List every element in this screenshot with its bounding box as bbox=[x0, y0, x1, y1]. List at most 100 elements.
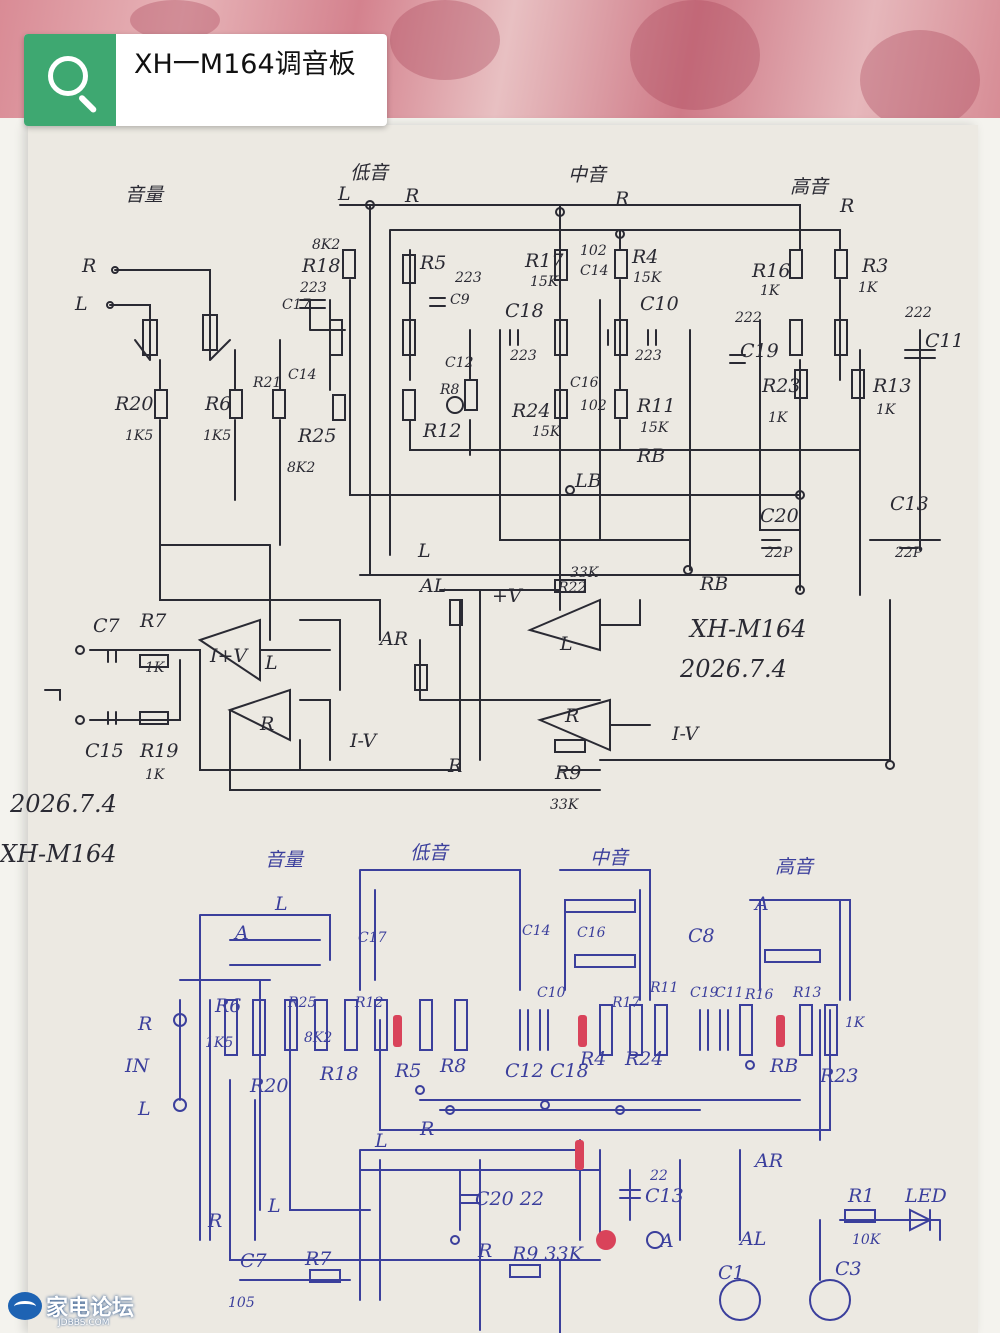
label-b-k2: 8K2 bbox=[304, 1030, 333, 1046]
label-c12: C12 bbox=[445, 355, 474, 371]
label-b-rb: RB bbox=[770, 1055, 799, 1077]
label-al: AL bbox=[420, 575, 447, 597]
label-c7-top: C7 bbox=[93, 615, 120, 637]
label-b-r11: R11 bbox=[650, 980, 679, 996]
label-cap222-a: 222 bbox=[735, 310, 762, 326]
label-b-r3: R bbox=[208, 1210, 223, 1232]
label-b-r17: R17 bbox=[612, 995, 641, 1011]
label-r4v: 15K bbox=[633, 270, 662, 286]
label-b-r2: R bbox=[420, 1118, 435, 1140]
label-b-r23: R23 bbox=[820, 1065, 859, 1087]
label-model-top: XH-M164 bbox=[690, 615, 807, 643]
label-cap102-b: 102 bbox=[580, 398, 607, 414]
red-markers bbox=[393, 1015, 785, 1250]
label-r25: R25 bbox=[298, 425, 337, 447]
label-cap22p-b: 22P bbox=[895, 545, 923, 561]
label-date-mid: 2026.7.4 bbox=[10, 790, 117, 818]
search-button[interactable] bbox=[24, 34, 116, 126]
label-in-R: R bbox=[82, 255, 97, 277]
label-r24: R24 bbox=[512, 400, 551, 422]
label-r20v: 1K5 bbox=[125, 428, 154, 444]
label-b-c20: C20 22 bbox=[475, 1188, 544, 1210]
label-R-amp2: R bbox=[565, 705, 580, 727]
label-r16: R16 bbox=[752, 260, 791, 282]
label-r7-top: R7 bbox=[140, 610, 167, 632]
label-b-c13: C13 bbox=[645, 1185, 684, 1207]
label-R-amp: R bbox=[260, 713, 275, 735]
label-c19: C19 bbox=[740, 340, 779, 362]
label-L-amp: L bbox=[265, 652, 278, 674]
label-b-mid: 中音 bbox=[590, 847, 629, 869]
label-b-c11: C11 bbox=[715, 985, 744, 1001]
label-b-c3: C3 bbox=[835, 1258, 862, 1280]
label-b-bass: 低音 bbox=[410, 842, 449, 864]
label-c17: C17 bbox=[282, 297, 311, 313]
label-r4: R4 bbox=[632, 246, 659, 268]
label-b-r8: R8 bbox=[440, 1055, 467, 1077]
label-r23: R23 bbox=[762, 375, 801, 397]
label-b-c19: C19 bbox=[690, 985, 719, 1001]
label-r13v: 1K bbox=[876, 402, 896, 418]
label-top-R3: R bbox=[840, 195, 855, 217]
label-r19-top: R19 bbox=[140, 740, 179, 762]
label-b-k1: 1K5 bbox=[205, 1035, 234, 1051]
label-b-r18: R18 bbox=[320, 1063, 359, 1085]
label-b-c16: C16 bbox=[577, 925, 606, 941]
label-b-r6: R6 bbox=[215, 995, 242, 1017]
search-icon bbox=[48, 56, 88, 96]
label-b-a1: A bbox=[235, 922, 249, 944]
label-r21: R21 bbox=[253, 375, 282, 391]
label-L-mid: L bbox=[418, 540, 431, 562]
forum-watermark: 家电论坛 JDBBS.COM bbox=[8, 1290, 135, 1328]
label-cap223-c: 223 bbox=[510, 348, 537, 364]
watermark-name: 家电论坛 bbox=[46, 1296, 135, 1321]
label-b-r4b: R bbox=[478, 1240, 493, 1262]
label-b-c12: C12 bbox=[505, 1060, 544, 1082]
label-top-R1: R bbox=[405, 185, 420, 207]
label-c16: C16 bbox=[570, 375, 599, 391]
label-b-a3: A bbox=[660, 1230, 674, 1252]
label-mid: 中音 bbox=[568, 164, 607, 186]
label-b-in: IN bbox=[125, 1055, 150, 1077]
label-r6v: 1K5 bbox=[203, 428, 232, 444]
label-treble: 高音 bbox=[790, 176, 829, 198]
label-rb2: RB bbox=[700, 573, 729, 595]
label-r8: R8 bbox=[440, 382, 460, 398]
label-r9-top: R9 bbox=[555, 762, 582, 784]
label-c9: C9 bbox=[450, 292, 470, 308]
label-r23v: 1K bbox=[768, 410, 788, 426]
bottom-schematic-wires bbox=[173, 869, 941, 1333]
label-b-c17: C17 bbox=[358, 930, 387, 946]
label-b-r5: R5 bbox=[395, 1060, 422, 1082]
label-c18: C18 bbox=[505, 300, 544, 322]
label-cap102-a: 102 bbox=[580, 243, 607, 259]
label-r7v-top: 1K bbox=[145, 660, 165, 676]
label-top-R2: R bbox=[615, 188, 630, 210]
label-b-c1: C1 bbox=[718, 1262, 745, 1284]
label-lb: LB bbox=[575, 470, 602, 492]
watermark-site: JDBBS.COM bbox=[58, 1318, 110, 1328]
label-r9v-top: 33K bbox=[550, 797, 579, 813]
label-pv2: I+V bbox=[210, 645, 248, 667]
label-pv: +V bbox=[492, 585, 522, 607]
label-cap22p-a: 22P bbox=[765, 545, 793, 561]
label-R-bot: R bbox=[448, 755, 463, 777]
search-bar[interactable]: XH一M164调音板 bbox=[24, 34, 387, 126]
label-r20: R20 bbox=[115, 393, 154, 415]
label-model-mid: XH-M164 bbox=[0, 840, 117, 868]
label-r3v: 1K bbox=[858, 280, 878, 296]
label-b-treble: 高音 bbox=[775, 856, 814, 878]
label-r12: R12 bbox=[423, 420, 462, 442]
label-L-amp2: L bbox=[560, 633, 573, 655]
label-b-r7: R7 bbox=[305, 1248, 332, 1270]
label-nv: I-V bbox=[350, 730, 377, 752]
label-b-r1v: 10K bbox=[852, 1232, 881, 1248]
label-r17v: 15K bbox=[530, 274, 559, 290]
label-c15-top: C15 bbox=[85, 740, 124, 762]
label-r6: R6 bbox=[205, 393, 232, 415]
search-query[interactable]: XH一M164调音板 bbox=[134, 49, 356, 80]
label-r5: R5 bbox=[420, 252, 447, 274]
label-r22v: 33K bbox=[570, 565, 599, 581]
label-b-ar: AR bbox=[755, 1150, 784, 1172]
label-b-l2: L bbox=[375, 1130, 388, 1152]
